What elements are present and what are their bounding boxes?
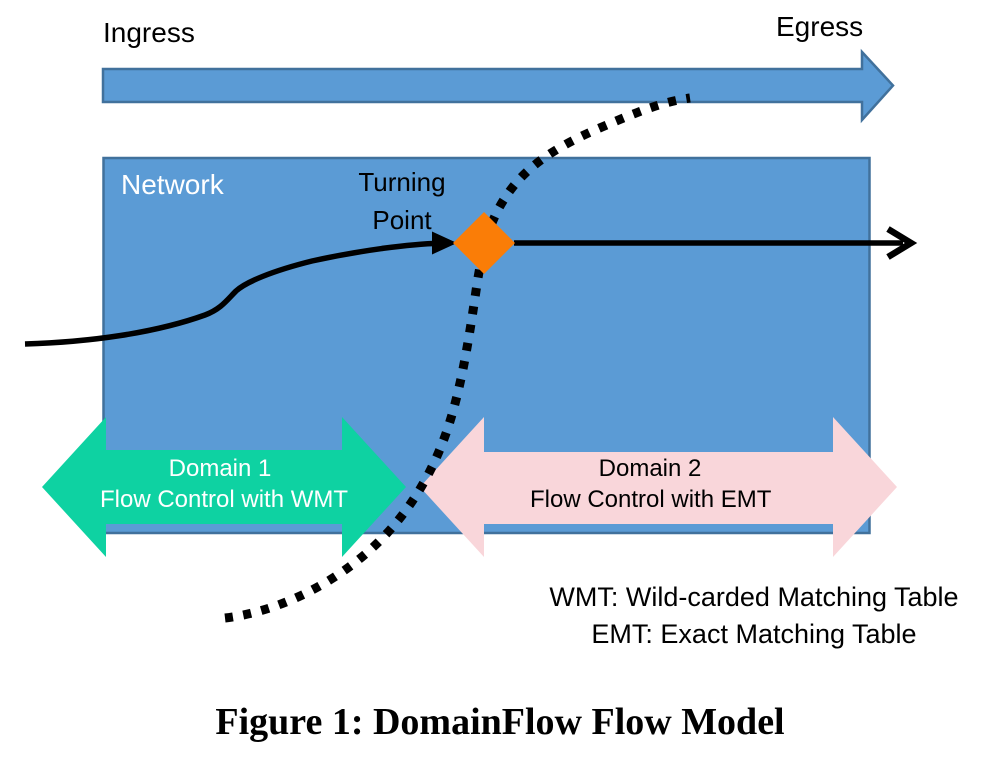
ingress-label: Ingress	[103, 17, 195, 48]
domain1-subtitle: Flow Control with WMT	[100, 486, 349, 513]
flow-curve-arrowhead-icon	[432, 231, 457, 255]
domain2-arrow	[420, 417, 897, 557]
domain2-label: Domain 2 Flow Control with EMT	[530, 453, 772, 515]
domain2-subtitle: Flow Control with EMT	[530, 486, 772, 513]
domain1-label: Domain 1 Flow Control with WMT	[100, 453, 349, 515]
domain-boundary-dashed-curve	[224, 93, 691, 623]
turning-point-label-line2: Point	[372, 205, 432, 235]
domain1-arrow	[42, 417, 406, 557]
domain2-title: Domain 2	[598, 455, 702, 482]
turning-point-label-line1: Turning	[358, 167, 446, 197]
network-label: Network	[121, 169, 224, 200]
flow-curve	[24, 240, 441, 347]
figure-caption: Figure 1: DomainFlow Flow Model	[215, 701, 785, 743]
domain1-title: Domain 1	[168, 455, 272, 482]
abbreviation-legend: WMT: Wild-carded Matching Table EMT: Exa…	[504, 579, 1000, 653]
flow-exit-arrowhead-icon	[886, 226, 918, 260]
turning-point-diamond	[453, 212, 515, 274]
turning-point-label: Turning Point	[312, 163, 492, 239]
legend-emt-definition: EMT: Exact Matching Table	[591, 619, 917, 649]
legend-wmt-definition: WMT: Wild-carded Matching Table	[549, 582, 959, 612]
ingress-egress-arrow	[101, 48, 895, 124]
egress-label: Egress	[776, 11, 864, 42]
